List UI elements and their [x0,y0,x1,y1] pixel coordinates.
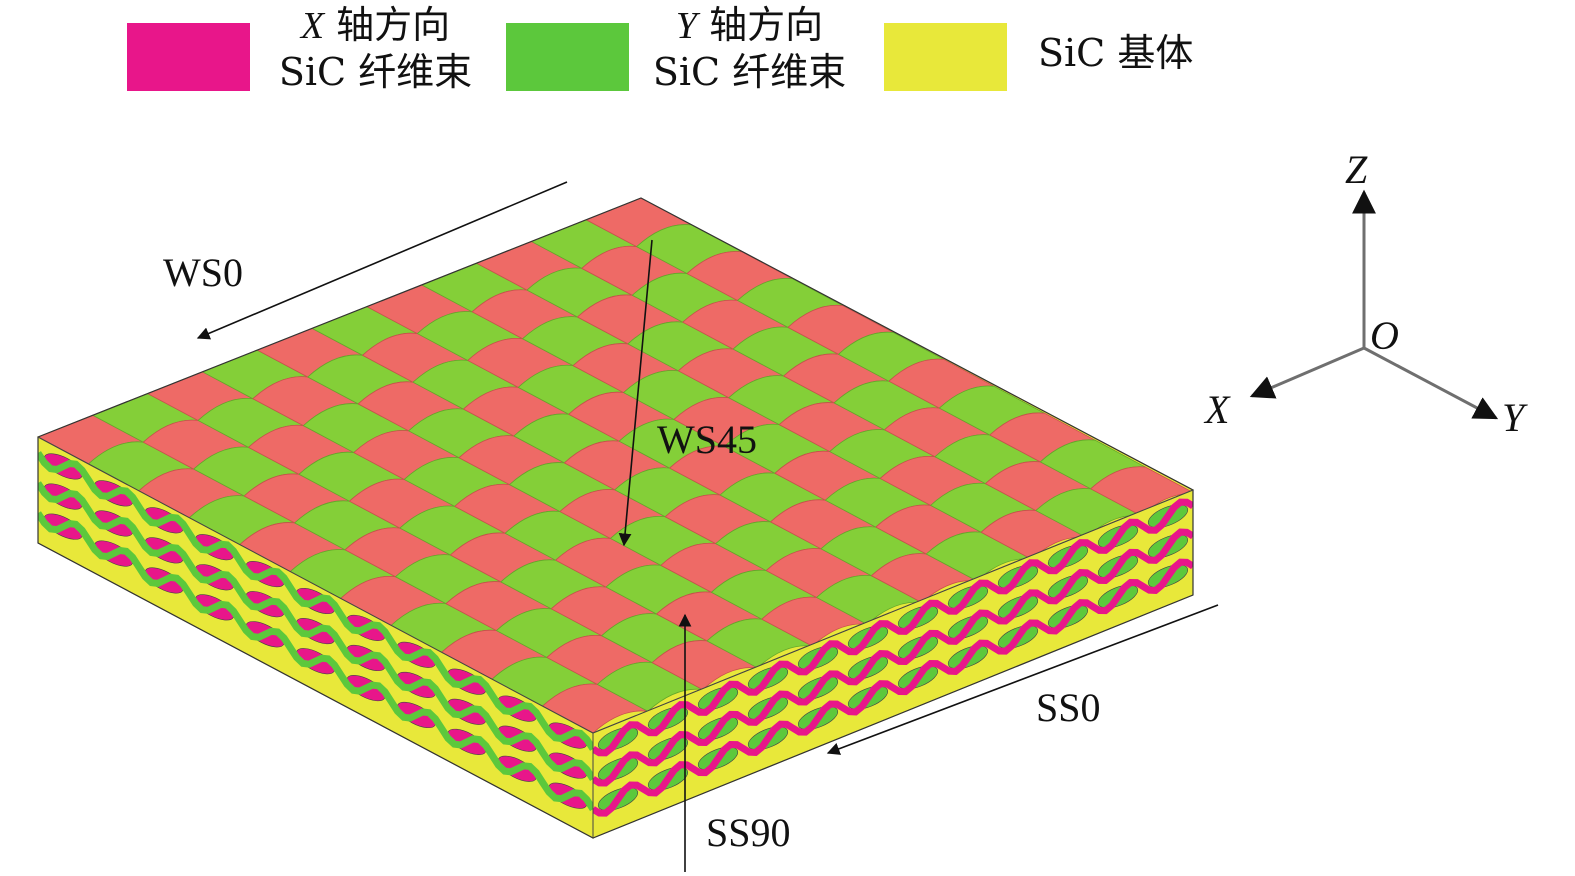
left-face-weave [38,451,593,812]
label-ws0: WS0 [163,250,243,295]
legend-swatch-y-fiber [506,23,629,91]
warp-strand [593,558,1193,817]
legend-y-fiber-line2: SiC 纤维束 [652,50,847,94]
ws45-arrow [618,239,653,547]
legend-y-axis-letter: Y [675,5,698,47]
warp-strand [593,498,1193,757]
legend-label-y-fiber: Y 轴方向 SiC 纤维束 [632,2,867,95]
ss0-arrow [826,604,1219,755]
legend-x-fiber-line2: SiC 纤维束 [278,50,473,94]
legend-label-matrix: SiC 基体 [1038,31,1194,75]
axis-label-o: O [1370,313,1399,358]
label-ss0: SS0 [1036,685,1101,730]
warp-strand [593,528,1193,787]
coordinate-axes [1249,189,1499,420]
axis-label-z: Z [1345,147,1368,192]
label-ws45: WS45 [657,417,757,462]
legend-x-axis-letter: X [300,5,325,47]
right-face-weave [593,498,1193,817]
warp-strand [38,481,593,782]
legend-swatch-matrix [884,23,1007,91]
top-weave-pattern [38,198,1193,733]
warp-strand [38,511,593,812]
axis-label-y: Y [1502,395,1525,440]
legend-swatch-x-fiber [127,23,250,91]
legend-label-x-fiber: X 轴方向 SiC 纤维束 [258,2,493,95]
legend-x-direction: 轴方向 [336,3,451,47]
warp-strand [38,451,593,751]
label-ss90: SS90 [706,810,791,855]
legend-y-direction: 轴方向 [709,3,824,47]
axis-label-x: X [1205,387,1230,432]
ws0-arrow [196,181,568,340]
